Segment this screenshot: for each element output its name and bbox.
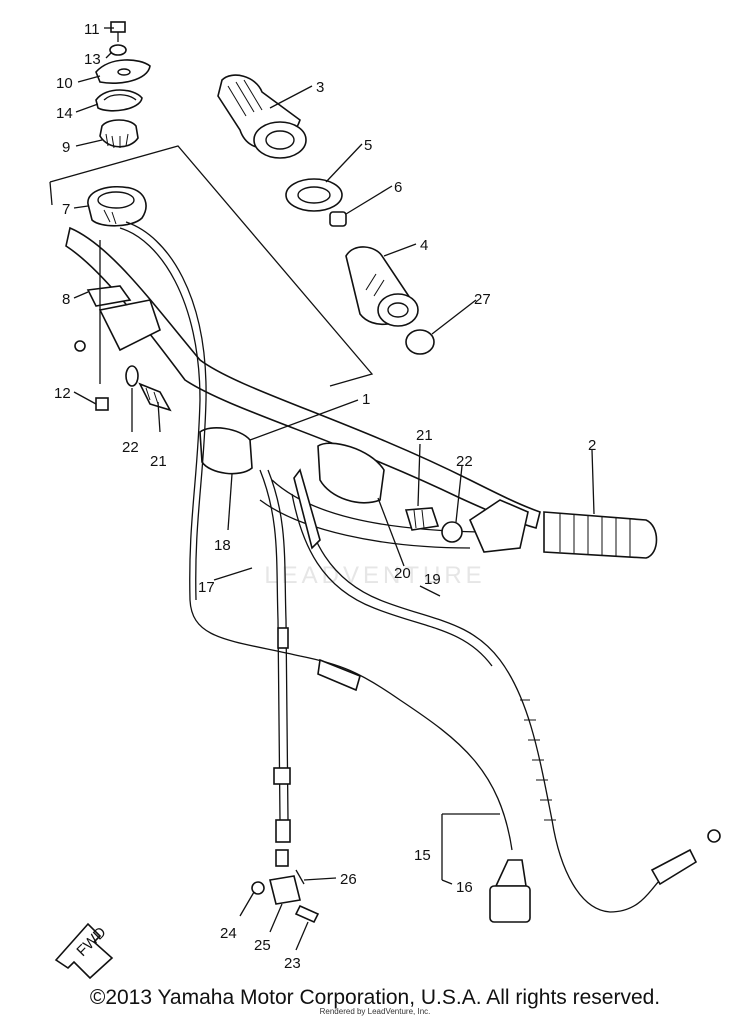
part-label: 8 — [62, 291, 70, 308]
clutch-lever-bracket — [468, 499, 529, 553]
part-label: 15 — [414, 847, 431, 864]
pin-23 — [294, 904, 320, 924]
exploded-view-outline — [49, 145, 374, 387]
part-label: 16 — [456, 879, 473, 896]
adjuster-right — [404, 507, 463, 543]
gasket-14 — [95, 89, 143, 112]
part-label: 14 — [56, 105, 73, 122]
part-label: 17 — [198, 579, 215, 596]
watermark: LEADVENTURE — [264, 562, 486, 589]
screw-12 — [95, 397, 109, 411]
part-label: 7 — [62, 201, 70, 218]
part-label: 22 — [122, 439, 139, 456]
part-label: 9 — [62, 139, 70, 156]
part-label: 21 — [150, 453, 167, 470]
part-label: 26 — [340, 871, 357, 888]
part-label: 12 — [54, 385, 71, 402]
part-label: 23 — [284, 955, 301, 972]
part-label: 13 — [84, 51, 101, 68]
part-label: 4 — [420, 237, 428, 254]
boot-16 — [489, 859, 531, 923]
part-label: 6 — [394, 179, 402, 196]
grip-2 — [543, 511, 658, 559]
part-label: 11 — [84, 21, 100, 38]
throttle-tube-4 — [345, 246, 419, 327]
gear-9 — [99, 119, 139, 149]
part-label: 25 — [254, 937, 271, 954]
clutch-cable-19 — [291, 468, 721, 913]
leader-lines — [73, 27, 595, 951]
copyright-notice: ©2013 Yamaha Motor Corporation, U.S.A. A… — [89, 986, 661, 1009]
part-label: 20 — [394, 565, 411, 582]
part-label: 22 — [456, 453, 473, 470]
part-label: 18 — [214, 537, 231, 554]
adjuster-left — [125, 365, 172, 412]
washer-5 — [285, 178, 343, 212]
collar-27 — [405, 329, 435, 355]
throttle-cable-17 — [119, 221, 513, 867]
part-label: 27 — [474, 291, 491, 308]
part-label: 3 — [316, 79, 324, 96]
cable-boot-18 — [199, 427, 253, 475]
part-label: 24 — [220, 925, 237, 942]
cable-boot-20 — [317, 442, 385, 504]
block-25 — [269, 875, 301, 905]
nut-24 — [251, 881, 265, 895]
grip-3 — [217, 74, 307, 159]
part-label: 2 — [588, 437, 596, 454]
throttle-housing-7 — [87, 186, 147, 227]
collar-6 — [329, 211, 347, 227]
part-label: 21 — [416, 427, 433, 444]
cover-10 — [95, 59, 151, 84]
bolt-11 — [110, 21, 126, 42]
part-label: 1 — [362, 391, 370, 408]
clip-26 — [295, 869, 305, 885]
rendered-by-note: Rendered by LeadVenture, Inc. — [319, 1007, 431, 1016]
part-label: 10 — [56, 75, 73, 92]
part-label: 19 — [424, 571, 441, 588]
fwd-arrow-icon: FWD — [54, 922, 114, 980]
part-label: 5 — [364, 137, 372, 154]
clamp-8 — [74, 240, 161, 384]
part-labels: 11 13 10 14 9 7 8 12 22 21 3 5 6 4 27 1 … — [54, 21, 596, 972]
washer-13 — [109, 44, 127, 56]
